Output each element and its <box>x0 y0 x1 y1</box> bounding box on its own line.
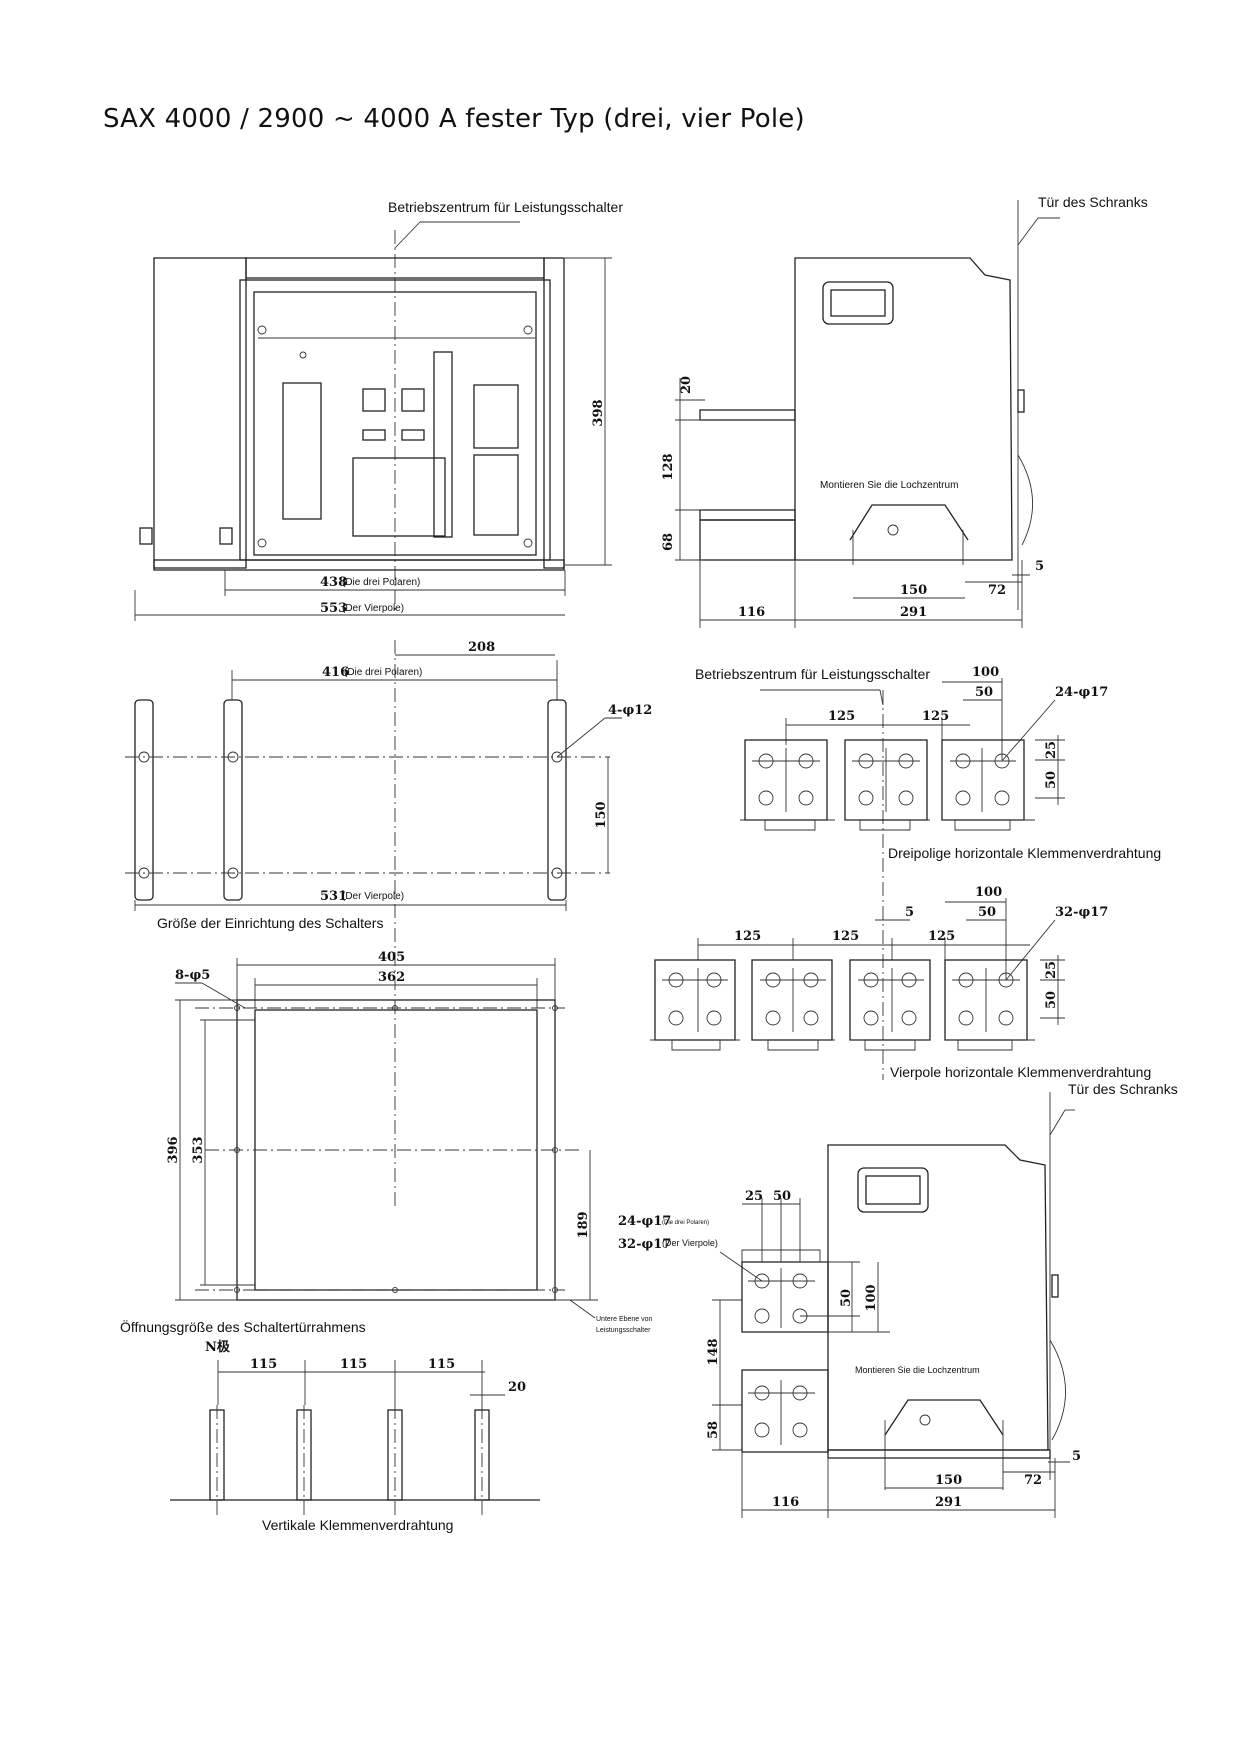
dim-h4-25: 25 <box>1044 961 1059 979</box>
dim-side-128: 128 <box>661 453 676 480</box>
dim-mount-holes: 4-φ12 <box>608 703 652 718</box>
door-frame-opening-view: 405 362 8-φ5 396 353 189 Untere Ebene vo… <box>120 950 653 1335</box>
dim-side-150: 150 <box>900 583 927 598</box>
dim-vert-115a: 115 <box>250 1357 277 1372</box>
four-pole-label-b: (Der Vierpole) <box>342 891 404 902</box>
dim-bs-5: 5 <box>1072 1449 1081 1464</box>
four-pole-horizontal-view: 125 125 125 5 100 50 32-φ17 25 50 <box>650 885 1151 1080</box>
dim-door-362: 362 <box>378 970 405 985</box>
dim-h4-5: 5 <box>905 905 914 920</box>
dim-bs-291: 291 <box>935 1495 962 1510</box>
dim-h4-holes: 32-φ17 <box>1055 905 1108 920</box>
dim-front-height: 398 <box>591 399 606 426</box>
h4-terminal-holes <box>662 968 1020 1032</box>
dim-side-20: 20 <box>679 376 694 394</box>
operating-center-label-right: Betriebszentrum für Leistungsschalter <box>695 666 930 682</box>
dim-door-189: 189 <box>576 1211 591 1238</box>
lower-level-label-1: Untere Ebene von <box>596 1316 653 1323</box>
vertical-wiring-view: N极 115 115 115 20 Vertikale Klemmenverdr… <box>170 1339 540 1533</box>
dim-vert-20: 20 <box>508 1380 526 1395</box>
operating-center-label-top: Betriebszentrum für Leistungsschalter <box>388 199 623 215</box>
dim-h4-125b: 125 <box>832 929 859 944</box>
switch-installation-size-label: Größe der Einrichtung des Schalters <box>157 915 383 931</box>
dim-bs-holes-4p: 32-φ17 <box>618 1237 671 1252</box>
dim-bs-100: 100 <box>864 1284 879 1311</box>
mount-hole-center-label-top: Montieren Sie die Lochzentrum <box>820 480 958 491</box>
side-view-top: Tür des Schranks Montieren Sie die Lochz… <box>661 194 1148 628</box>
side-view-bottom: Tür des Schranks Montieren Sie die Lochz… <box>618 1081 1178 1518</box>
door-frame-opening-label: Öffnungsgröße des Schaltertürrahmens <box>120 1318 366 1335</box>
dim-mount-150: 150 <box>594 801 609 828</box>
bs-terminal-holes <box>748 1268 815 1445</box>
dim-vert-115b: 115 <box>340 1357 367 1372</box>
dim-bs-150: 150 <box>935 1473 962 1488</box>
dim-h3-50: 50 <box>975 685 993 700</box>
dim-bs-holes-3p: 24-φ17 <box>618 1214 671 1229</box>
dim-door-396: 396 <box>166 1136 181 1163</box>
dim-h4-125c: 125 <box>928 929 955 944</box>
dim-side-68: 68 <box>661 533 676 551</box>
vertical-wiring-label: Vertikale Klemmenverdrahtung <box>262 1517 453 1533</box>
dim-vert-115c: 115 <box>428 1357 455 1372</box>
dim-front-width-3p: 438 <box>320 575 347 590</box>
dim-side-116: 116 <box>738 605 765 620</box>
dim-h3-50v: 50 <box>1044 771 1059 789</box>
dim-side-5: 5 <box>1035 559 1044 574</box>
dim-h3-125a: 125 <box>828 709 855 724</box>
dim-h4-50: 50 <box>978 905 996 920</box>
cabinet-door-label-bottom: Tür des Schranks <box>1068 1081 1178 1097</box>
dim-side-291: 291 <box>900 605 927 620</box>
lower-level-label-2: Leistungsschalter <box>596 1327 651 1334</box>
dim-front-width-4p: 553 <box>320 601 347 616</box>
h3-terminal-holes <box>752 748 1016 812</box>
dim-bs-25: 25 <box>745 1189 763 1204</box>
dim-h3-holes: 24-φ17 <box>1055 685 1108 700</box>
dim-h3-100: 100 <box>972 665 999 680</box>
dim-mount-531: 531 <box>320 889 347 904</box>
four-pole-horizontal-label: Vierpole horizontale Klemmenverdrahtung <box>890 1064 1151 1080</box>
three-pole-horizontal-view: Betriebszentrum für Leistungsschalter 12… <box>695 665 1161 1080</box>
dim-door-holes: 8-φ5 <box>175 968 210 983</box>
dim-bs-148: 148 <box>706 1338 721 1365</box>
dim-mount-416: 416 <box>322 665 349 680</box>
three-pole-label-b: (Die drei Polaren) <box>344 667 422 678</box>
four-pole-label-small: (Der Vierpole) <box>662 1238 718 1248</box>
dim-bs-116: 116 <box>772 1495 799 1510</box>
dim-h4-50v: 50 <box>1044 991 1059 1009</box>
mounting-view: 208 416 (Die drei Polaren) 4-φ12 150 531… <box>125 640 652 1210</box>
cabinet-door-label-top: Tür des Schranks <box>1038 194 1148 210</box>
dim-h3-25: 25 <box>1044 741 1059 759</box>
three-pole-label-a: (Die drei Polaren) <box>342 577 420 588</box>
dim-h4-125a: 125 <box>734 929 761 944</box>
mount-hole-center-label-bottom: Montieren Sie die Lochzentrum <box>855 1365 980 1375</box>
dim-door-405: 405 <box>378 950 405 965</box>
dim-bs-58: 58 <box>706 1421 721 1439</box>
dim-h4-100: 100 <box>975 885 1002 900</box>
three-pole-label-small: (Die drei Polaren) <box>662 1220 709 1226</box>
dim-side-72: 72 <box>988 583 1006 598</box>
dim-h3-125b: 125 <box>922 709 949 724</box>
dim-mount-208: 208 <box>468 640 495 655</box>
n-pole-label: N极 <box>205 1339 231 1355</box>
dim-bs-72: 72 <box>1024 1473 1042 1488</box>
dim-bs-50v: 50 <box>839 1289 854 1307</box>
dim-bs-50: 50 <box>773 1189 791 1204</box>
front-view: Betriebszentrum für Leistungsschalter 39… <box>134 199 623 621</box>
dim-door-353: 353 <box>191 1136 206 1163</box>
four-pole-label-a: (Der Vierpole) <box>342 603 404 614</box>
document-title: SAX 4000 / 2900 ~ 4000 A fester Typ (dre… <box>103 104 805 134</box>
three-pole-horizontal-label: Dreipolige horizontale Klemmenverdrahtun… <box>888 845 1161 861</box>
